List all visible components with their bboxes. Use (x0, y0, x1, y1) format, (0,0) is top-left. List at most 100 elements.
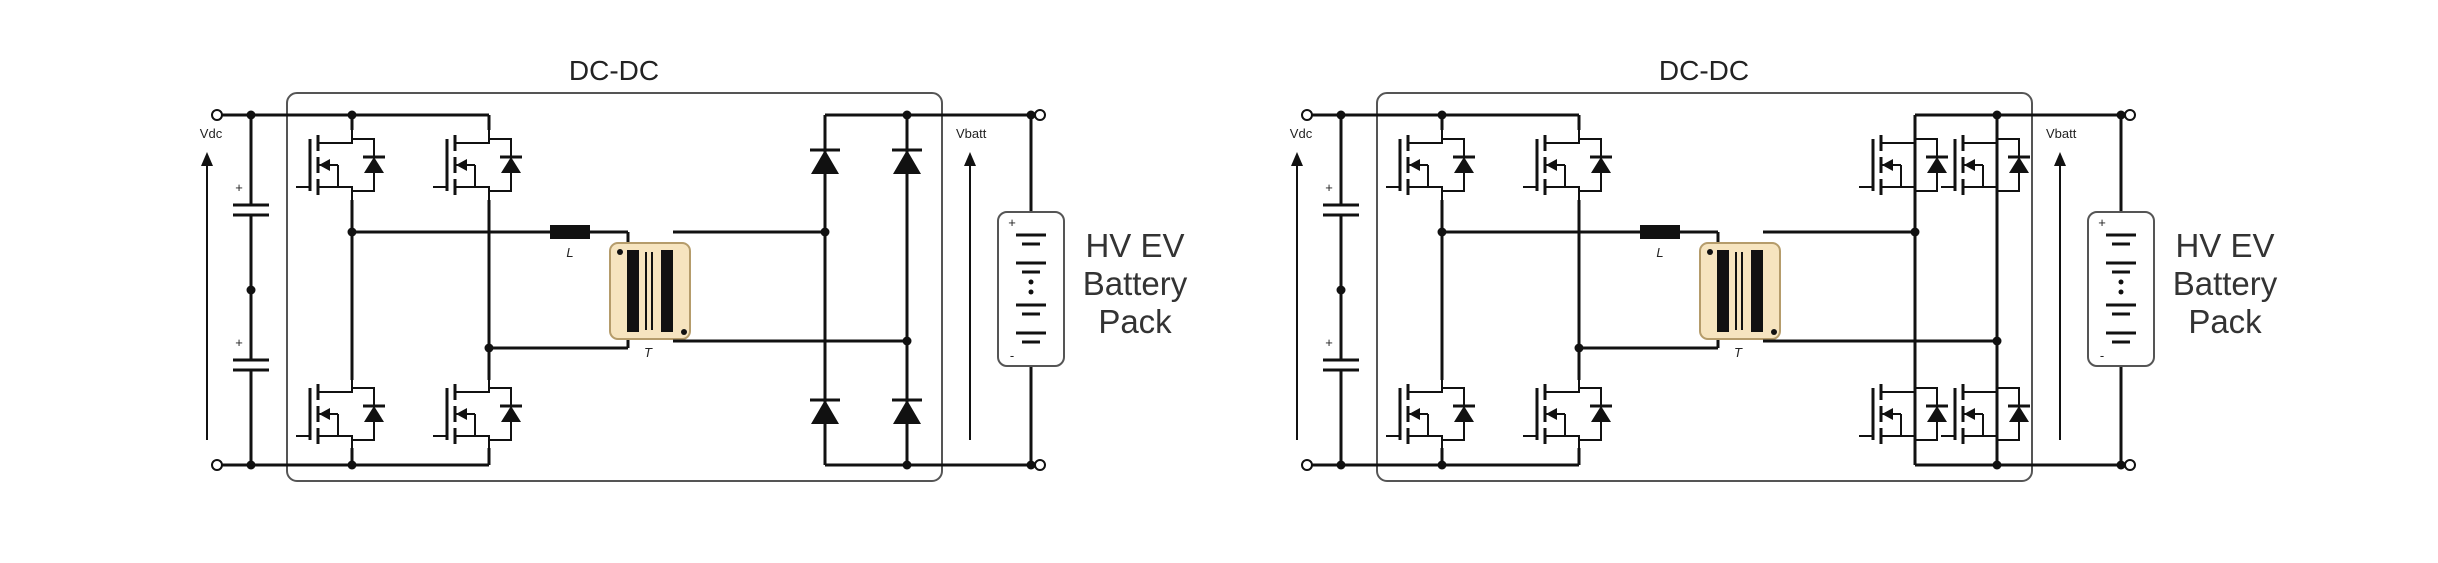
body-diode (1591, 406, 1611, 422)
drain-lead (1881, 380, 1916, 393)
mosfet-switch (1859, 380, 1948, 448)
battery-pack-label-line: HV EV (2175, 227, 2274, 264)
junction-dot (1437, 460, 1447, 470)
transformer-secondary (661, 250, 673, 332)
drain-lead (1408, 380, 1443, 393)
transformer-primary (1717, 250, 1729, 332)
source-lead (455, 435, 490, 448)
source-lead (455, 186, 490, 200)
rectifier-diode (892, 398, 922, 424)
body-diode (501, 406, 521, 422)
terminal (1034, 459, 1046, 471)
body-diode (1454, 406, 1474, 422)
dc-dc-title: DC-DC (569, 55, 659, 86)
vin-label: Vdc (200, 126, 223, 141)
mosfet-switch (433, 130, 522, 200)
battery-pack-label-line: HV EV (1085, 227, 1184, 264)
transformer-label: T (644, 345, 653, 360)
body-diode (1927, 406, 1947, 422)
source-lead (1881, 186, 1916, 200)
mosfet-switch (1523, 380, 1612, 448)
drain-lead (1881, 130, 1916, 144)
cap-plus-label: + (235, 180, 243, 195)
junction-dot (1336, 460, 1346, 470)
mosfet-switch (1859, 130, 1948, 200)
diode-triangle (893, 400, 921, 424)
body-arrow (1409, 408, 1420, 420)
transformer-label: T (1734, 345, 1743, 360)
cap-plus-label: + (1325, 180, 1333, 195)
source-lead (1408, 435, 1443, 448)
terminal (2124, 459, 2136, 471)
battery-pack-label-line: Pack (2188, 303, 2262, 340)
vout-label: Vbatt (956, 126, 987, 141)
battery-pack-icon (997, 211, 1065, 367)
inductor (550, 225, 590, 239)
body-diode (2009, 157, 2029, 173)
body-arrow (1882, 408, 1893, 420)
mosfet-switch (1386, 130, 1475, 200)
junction-dot (246, 285, 256, 295)
junction-dot (1336, 110, 1346, 120)
body-diode (364, 406, 384, 422)
mosfet-switch (1941, 380, 2030, 448)
junction-dot (1336, 285, 1346, 295)
drain-lead (455, 130, 490, 144)
drain-lead (318, 130, 353, 144)
source-lead (1408, 186, 1443, 200)
drain-lead (1545, 380, 1580, 393)
dc-dc-title: DC-DC (1659, 55, 1749, 86)
polarity-dot (1771, 329, 1777, 335)
junction-dot (246, 110, 256, 120)
drain-lead (1963, 130, 1998, 144)
body-diode (1927, 157, 1947, 173)
battery-pack-label-line: Pack (1098, 303, 1172, 340)
source-lead (318, 435, 353, 448)
drain-lead (1545, 130, 1580, 144)
terminal (211, 109, 223, 121)
body-arrow (1409, 159, 1420, 171)
battery-pack-label-line: Battery (1083, 265, 1188, 302)
polarity-dot (681, 329, 687, 335)
battery-minus-label: - (2100, 348, 2104, 363)
mosfet-switch (1523, 130, 1612, 200)
body-arrow (456, 159, 467, 171)
cap-plus-label: + (235, 335, 243, 350)
mosfet-switch (1386, 380, 1475, 448)
cap-plus-label: + (1325, 335, 1333, 350)
drain-lead (455, 380, 490, 393)
rectifier-diode (810, 398, 840, 424)
body-arrow (1546, 408, 1557, 420)
source-lead (1963, 435, 1998, 448)
body-diode (1591, 157, 1611, 173)
dc-dc-enclosure (1376, 92, 2033, 482)
junction-dot (1437, 110, 1447, 120)
drain-lead (1963, 380, 1998, 393)
vin-arrowhead (1291, 152, 1303, 166)
body-diode (364, 157, 384, 173)
vout-arrowhead (964, 152, 976, 166)
body-arrow (456, 408, 467, 420)
junction-dot (347, 460, 357, 470)
body-arrow (1882, 159, 1893, 171)
inductor-label: L (1656, 245, 1663, 260)
vin-arrowhead (201, 152, 213, 166)
battery-pack-label-line: Battery (2173, 265, 2278, 302)
battery-ellipsis (2118, 279, 2124, 285)
spacer (1855, 130, 1857, 132)
battery-pack-icon (2087, 211, 2155, 367)
source-lead (1881, 435, 1916, 448)
rectifier-diode (810, 148, 840, 174)
terminal (211, 459, 223, 471)
body-diode (2009, 406, 2029, 422)
inductor (1640, 225, 1680, 239)
drain-lead (1408, 130, 1443, 144)
source-lead (1545, 186, 1580, 200)
junction-dot (246, 460, 256, 470)
source-lead (1963, 186, 1998, 200)
body-arrow (319, 408, 330, 420)
junction-dot (347, 110, 357, 120)
battery-ellipsis (1028, 289, 1034, 295)
terminal (2124, 109, 2136, 121)
